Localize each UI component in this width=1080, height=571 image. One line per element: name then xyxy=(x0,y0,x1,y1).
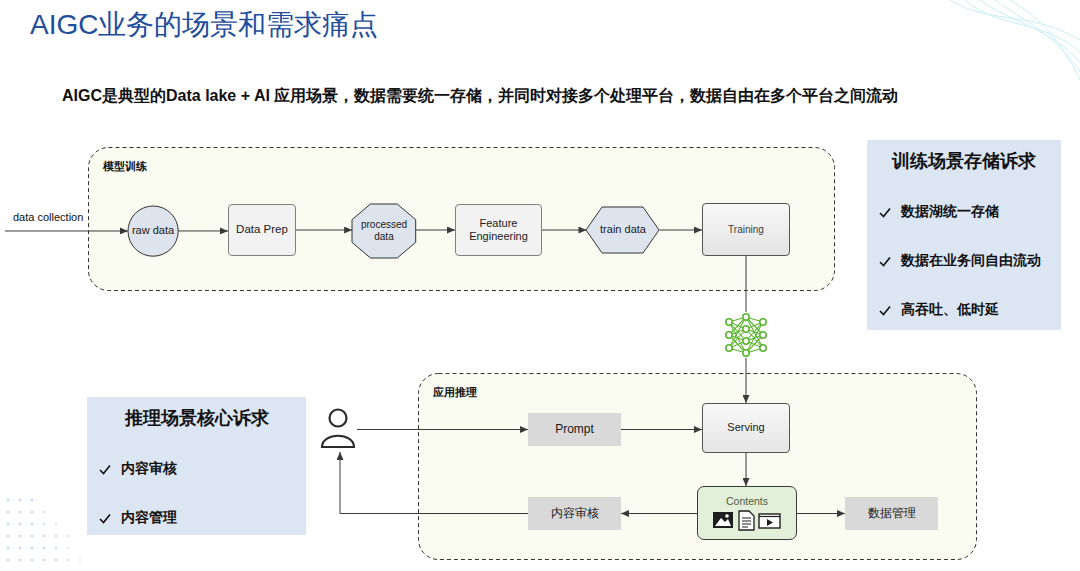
review-box: 内容审核 xyxy=(528,497,621,530)
contents-label: Contents xyxy=(726,495,768,508)
node-text: Prompt xyxy=(555,422,594,436)
panel-item: 高吞吐、低时延 xyxy=(901,302,999,318)
training-region: 模型训练 raw data Data Prep processed data Featu… xyxy=(88,147,835,291)
panel-heading: 训练场景存储诉求 xyxy=(892,151,1036,172)
flow-arrow xyxy=(746,453,747,486)
data-management-box: 数据管理 xyxy=(845,497,938,530)
prompt-box: Prompt xyxy=(528,413,621,446)
node-text: 内容审核 xyxy=(551,506,599,520)
check-mark-path xyxy=(100,465,110,473)
check-mark xyxy=(99,464,111,475)
region-label: 应用推理 xyxy=(433,386,477,399)
panel-item-row: 高吞吐、低时延 xyxy=(879,302,1049,318)
flow-arrow xyxy=(797,513,845,514)
panel-item: 数据在业务间自由流动 xyxy=(901,253,1041,269)
check-mark xyxy=(879,207,891,218)
training-box: Training xyxy=(702,203,790,256)
check-mark-path xyxy=(100,514,110,522)
panel-heading-row: 训练场景存储诉求 xyxy=(879,151,1049,172)
data-hexagon-shape xyxy=(586,207,659,253)
node-text: train data xyxy=(600,223,646,236)
node-text: Data Prep xyxy=(236,223,288,237)
region-label: 模型训练 xyxy=(103,160,147,173)
panel-item-row: 数据在业务间自由流动 xyxy=(879,253,1049,269)
data-circle: raw data xyxy=(128,206,178,256)
flow-arrow xyxy=(660,230,702,231)
check-mark-path xyxy=(880,208,890,216)
process-box: Feature Engineering xyxy=(455,204,542,256)
node-text: Feature Engineering xyxy=(469,217,528,243)
check-mark-path xyxy=(880,306,890,314)
panel-heading-row: 推理场景核心诉求 xyxy=(99,408,294,429)
data-hexagon: train data xyxy=(586,207,659,253)
node-text: Training xyxy=(728,224,764,236)
inference-region: 应用推理 Prompt ServingContents 内容审核 数据管理 xyxy=(418,373,977,560)
document-icon xyxy=(739,511,754,530)
panel-item-row: 数据湖统一存储 xyxy=(879,204,1049,220)
check-mark-path xyxy=(880,257,890,265)
page-title: AIGC业务的场景和需求痛点 xyxy=(30,6,378,44)
region-outline xyxy=(419,374,977,560)
node-text: Serving xyxy=(727,421,764,434)
panel-item-row: 内容审核 xyxy=(99,461,294,477)
node-text: raw data xyxy=(132,224,174,237)
flow-arrow xyxy=(542,230,586,231)
media-icons xyxy=(712,510,782,531)
video-icon xyxy=(759,514,780,528)
flow-label: data collection xyxy=(13,211,83,223)
flow-arrow xyxy=(296,230,352,231)
input-arrow xyxy=(5,230,128,231)
flow-arrow xyxy=(416,230,455,231)
panel-heading: 推理场景核心诉求 xyxy=(125,408,269,429)
requirement-panel: 训练场景存储诉求数据湖统一存储数据在业务间自由流动高吞吐、低时延 xyxy=(867,140,1061,330)
node-text: 数据管理 xyxy=(868,506,916,520)
panel-item: 数据湖统一存储 xyxy=(901,204,999,220)
contents-box: Contents xyxy=(697,486,797,540)
check-mark xyxy=(879,305,891,316)
user-icon xyxy=(322,410,354,448)
panel-item: 内容审核 xyxy=(121,461,177,477)
data-octagon: processed data xyxy=(352,204,416,258)
flow-arrow xyxy=(621,513,697,514)
flow-arrow xyxy=(621,429,702,430)
neural-network-icon xyxy=(722,312,770,358)
panel-item: 内容管理 xyxy=(121,510,177,526)
data-circle-shape xyxy=(128,206,178,256)
subtitle-text: AIGC是典型的Data lake + AI 应用场景，数据需要统一存储，并同时… xyxy=(62,86,898,107)
node-text: processed data xyxy=(361,219,407,243)
user-to-prompt-arrow xyxy=(357,429,528,430)
check-mark xyxy=(99,513,111,524)
region-outline xyxy=(89,148,835,291)
check-mark xyxy=(879,256,891,267)
panel-item-row: 内容管理 xyxy=(99,510,294,526)
image-icon xyxy=(713,512,733,528)
process-box: Data Prep xyxy=(228,204,296,256)
data-octagon-shape xyxy=(352,204,416,258)
serving-box: Serving xyxy=(702,403,790,453)
flow-arrow xyxy=(178,230,228,231)
requirement-panel: 推理场景核心诉求内容审核内容管理 xyxy=(87,397,306,535)
